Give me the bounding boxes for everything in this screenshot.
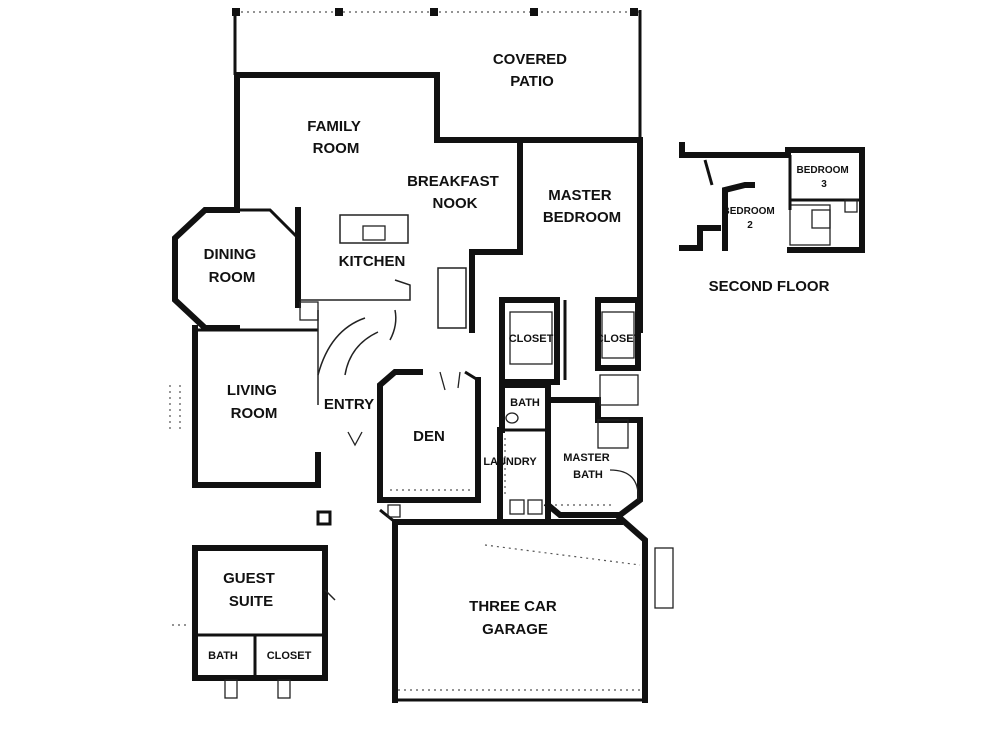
second-floor-walls bbox=[679, 142, 865, 253]
bedroom-2-label: BEDROOM 2 bbox=[722, 206, 777, 231]
kitchen-label: KITCHEN bbox=[339, 253, 406, 270]
living-room-label: LIVING ROOM bbox=[227, 382, 281, 422]
den-label: DEN bbox=[413, 428, 445, 445]
bedroom-3-label: BEDROOM 3 bbox=[796, 165, 851, 190]
room-labels: COVERED PATIO FAMILY ROOM BREAKFAST NOOK… bbox=[204, 51, 851, 662]
entry-label: ENTRY bbox=[324, 396, 374, 413]
master-bedroom-label: MASTER BEDROOM bbox=[543, 187, 621, 226]
closet-left-label: CLOSET bbox=[509, 333, 554, 345]
closet-right-label: CLOSET bbox=[596, 333, 641, 345]
three-car-garage-label: THREE CAR GARAGE bbox=[469, 598, 561, 638]
laundry-label: LAUNDRY bbox=[483, 456, 537, 468]
guest-suite-label: GUEST SUITE bbox=[223, 570, 279, 610]
bath-label: BATH bbox=[510, 397, 540, 409]
second-floor-caption: SECOND FLOOR bbox=[709, 278, 830, 295]
breakfast-nook-label: BREAKFAST NOOK bbox=[407, 173, 503, 212]
family-room-label: FAMILY ROOM bbox=[307, 118, 365, 157]
master-bath-label: MASTER BATH bbox=[563, 452, 613, 481]
main-floor-walls bbox=[169, 8, 674, 703]
dining-room-label: DINING ROOM bbox=[204, 246, 261, 286]
guest-bath-label: BATH bbox=[208, 650, 238, 662]
guest-closet-label: CLOSET bbox=[267, 650, 312, 662]
covered-patio-label: COVERED PATIO bbox=[493, 51, 571, 90]
